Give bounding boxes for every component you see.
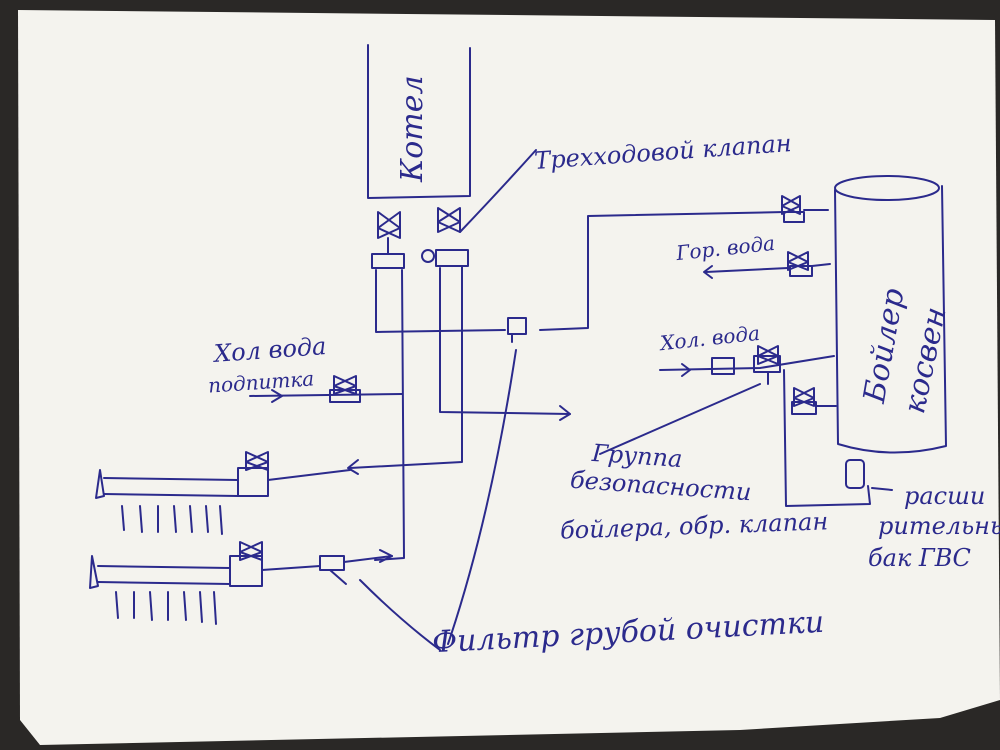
safety-group-label-1: Группа — [591, 438, 684, 474]
cold-water-valve-icon — [711, 357, 735, 375]
pipe-safety-line — [599, 383, 761, 455]
expansion-tank-label-3: бак ГВС — [868, 544, 971, 572]
boiler-bottom-valve-icon — [791, 387, 817, 415]
kotel-left-valve-icon — [371, 211, 405, 269]
radiator-bottom — [89, 541, 321, 625]
feed-valve-icon — [329, 375, 361, 403]
expansion-tank-icon — [845, 459, 865, 489]
boiler-tank — [834, 175, 947, 454]
pipe-expansion-loop — [783, 369, 871, 507]
center-filter-icon — [507, 317, 527, 343]
radiator-top — [95, 451, 351, 535]
pipe-boiler-loop — [539, 211, 786, 331]
paper-sheet — [18, 10, 1000, 745]
boiler-top-valve-icon — [781, 195, 805, 223]
three-way-leader — [459, 149, 537, 233]
hot-water-valve-icon — [787, 251, 813, 277]
pipe-supply-right — [439, 267, 571, 415]
safety-group-icon — [753, 345, 781, 385]
pipe-to-radiator-1 — [349, 265, 463, 469]
filter-leader-2 — [359, 579, 441, 651]
cold-water-left-label: Хол вода — [213, 332, 328, 368]
pipe-feed-in — [249, 393, 403, 397]
pipe-cold-water-in — [659, 355, 835, 371]
kotel-box — [367, 44, 471, 199]
filter-leader-1 — [447, 349, 517, 645]
expansion-tank-label-1: расши — [904, 482, 986, 510]
expansion-tank-label-2: рительный — [878, 512, 1000, 540]
kotel-label: Котел — [395, 75, 430, 182]
three-way-valve-icon — [421, 207, 469, 267]
